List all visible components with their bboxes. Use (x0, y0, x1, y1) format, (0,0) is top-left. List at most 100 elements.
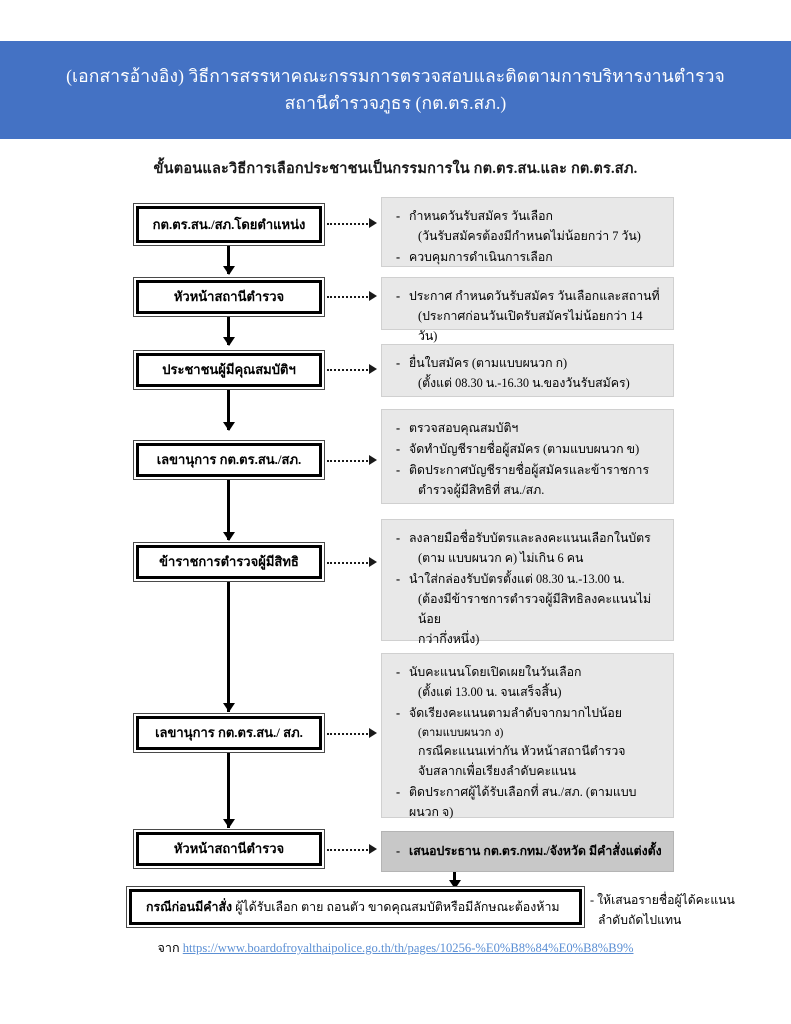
flow-node-1: กต.ตร.สน./สภ.โดยตำแหน่ง (133, 203, 325, 246)
note-item: - นำใส่กล่องรับบัตรตั้งแต่ 08.30 น.-13.0… (396, 570, 663, 650)
note-bullet: - (396, 289, 401, 303)
connector-1-2-arrow (223, 266, 235, 275)
document-header-banner: (เอกสารอ้างอิง) วิธีการสรรหาคณะกรรมการตร… (0, 41, 791, 139)
flow-node-2: หัวหน้าสถานีตำรวจ (133, 277, 325, 317)
note-line: ติดประกาศผู้ได้รับเลือกที่ สน./สภ. (ตามแ… (409, 784, 637, 819)
bottom-condition-text: กรณีก่อนมีคำสั่ง ผู้ได้รับเลือก ตาย ถอนต… (146, 899, 560, 915)
bottom-annotation: - ให้เสนอรายชื่อผู้ได้คะแนน ลำดับถัดไปแท… (590, 890, 785, 930)
note-panel-3: - ยื่นใบสมัคร (ตามแบบผนวก ก) (ตั้งแต่ 08… (381, 344, 674, 397)
flow-node-6-label: เลขานุการ กต.ตร.สน./ สภ. (155, 725, 303, 741)
note-line: (วันรับสมัครต้องมีกำหนดไม่น้อยกว่า 7 วัน… (418, 228, 641, 243)
note-item: - จัดเรียงคะแนนตามลำดับจากมากไปน้อย (ตาม… (396, 704, 663, 782)
dot-connector-note-1 (327, 223, 371, 225)
connector-6-7 (227, 753, 230, 828)
connector-2-3-arrow (223, 337, 235, 346)
note-line: ลงลายมือชื่อรับบัตรและลงคะแนนเลือกในบัตร (409, 531, 651, 545)
note-line: นำใส่กล่องรับบัตรตั้งแต่ 08.30 น.-13.00 … (409, 571, 625, 586)
note-bullet: - (396, 784, 401, 799)
note-bullet: - (396, 441, 401, 456)
note-line: ตำรวจผู้มีสิทธิที่ สน./สภ. (418, 482, 545, 497)
flow-node-3-label: ประชาชนผู้มีคุณสมบัติฯ (162, 362, 296, 378)
connector-4-5 (227, 480, 230, 540)
note-line: (ตั้งแต่ 13.00 น. จนเสร็จสิ้น) (418, 684, 562, 699)
connector-4-5-arrow (223, 532, 235, 541)
connector-1-2 (227, 246, 230, 274)
note-panel-4: - ตรวจสอบคุณสมบัติฯ - จัดทำบัญชีรายชื่อผ… (381, 409, 674, 504)
note-item: - ยื่นใบสมัคร (ตามแบบผนวก ก) (ตั้งแต่ 08… (396, 354, 663, 394)
note-item: - ลงลายมือชื่อรับบัตรและลงคะแนนเลือกในบั… (396, 529, 663, 569)
note-bullet: - (396, 665, 401, 679)
note-line: (ตามแบบผนวก ง) (418, 726, 504, 739)
note-bullet: - (396, 421, 401, 435)
note-panel-7: - เสนอประธาน กต.ตร.กทม./จังหวัด มีคำสั่ง… (381, 831, 674, 872)
dot-connector-note-7-arrow (369, 844, 377, 854)
note-bullet: - (396, 705, 401, 720)
note-bullet: - (396, 571, 401, 586)
note-line: จับสลากเพื่อเรียงลำดับคะแนน (418, 763, 576, 778)
note-panel-6: - นับคะแนนโดยเปิดเผยในวันเลือก (ตั้งแต่ … (381, 653, 674, 819)
connector-6-7-arrow (223, 819, 235, 828)
note-line: ควบคุมการดำเนินการเลือก (409, 249, 553, 264)
flow-node-7-label: หัวหน้าสถานีตำรวจ (173, 841, 285, 857)
bottom-condition-box: กรณีก่อนมีคำสั่ง ผู้ได้รับเลือก ตาย ถอนต… (126, 886, 585, 928)
dot-connector-note-5-arrow (369, 557, 377, 567)
note-line: (ตาม แบบผนวก ค) ไม่เกิน 6 คน (418, 550, 584, 565)
flow-node-5-label: ข้าราชการตำรวจผู้มีสิทธิ (159, 554, 299, 570)
note-line: กำหนดวันรับสมัคร วันเลือก (409, 209, 553, 223)
note-item: - ตรวจสอบคุณสมบัติฯ (396, 419, 663, 439)
note-line: (ประกาศก่อนวันเปิดรับสมัครไม่น้อยกว่า 14… (418, 308, 643, 343)
header-title-line-1: (เอกสารอ้างอิง) วิธีการสรรหาคณะกรรมการตร… (66, 65, 725, 86)
flow-node-4: เลขานุการ กต.ตร.สน./สภ. (133, 440, 325, 480)
note-bullet: - (396, 843, 401, 858)
note-body: กำหนดวันรับสมัคร วันเลือก (วันรับสมัครต้… (409, 207, 663, 247)
source-citation: จาก https://www.boardofroyalthaipolice.g… (0, 938, 791, 958)
note-line: ติดประกาศบัญชีรายชื่อผู้สมัครและข้าราชกา… (409, 462, 650, 477)
flow-node-2-label: หัวหน้าสถานีตำรวจ (173, 289, 285, 305)
note-item: - ควบคุมการดำเนินการเลือก (396, 248, 663, 268)
note-line: (ต้องมีข้าราชการตำรวจผู้มีสิทธิลงคะแนนไม… (418, 591, 652, 626)
dot-connector-note-6 (327, 733, 371, 735)
connector-3-4-arrow (223, 422, 235, 431)
flow-node-1-label: กต.ตร.สน./สภ.โดยตำแหน่ง (152, 216, 306, 232)
note-body: เสนอประธาน กต.ตร.กทม./จังหวัด มีคำสั่งแต… (409, 842, 662, 862)
note-body: ยื่นใบสมัคร (ตามแบบผนวก ก) (ตั้งแต่ 08.3… (409, 354, 663, 394)
note-body: นับคะแนนโดยเปิดเผยในวันเลือก (ตั้งแต่ 13… (409, 663, 663, 703)
note-item: - นับคะแนนโดยเปิดเผยในวันเลือก (ตั้งแต่ … (396, 663, 663, 703)
connector-note7-bottom-arrow (449, 880, 461, 889)
note-bullet: - (396, 356, 401, 370)
note-underlined-phrase: กรณีคะแนนเท่ากัน (418, 743, 519, 758)
connector-3-4 (227, 390, 230, 430)
dot-connector-note-1-arrow (369, 218, 377, 228)
bottom-condition-rest: ผู้ได้รับเลือก ตาย ถอนตัว ขาดคุณสมบัติหร… (232, 899, 560, 914)
note-item: - เสนอประธาน กต.ตร.กทม./จังหวัด มีคำสั่ง… (396, 842, 662, 862)
bottom-annotation-line-2: ลำดับถัดไปแทน (598, 913, 682, 928)
dot-connector-note-6-arrow (369, 728, 377, 738)
note-item: - กำหนดวันรับสมัคร วันเลือก (วันรับสมัคร… (396, 207, 663, 247)
flow-node-4-label: เลขานุการ กต.ตร.สน./สภ. (156, 452, 302, 468)
flow-node-5: ข้าราชการตำรวจผู้มีสิทธิ (133, 542, 325, 582)
dot-connector-note-4 (327, 460, 371, 462)
note-body: ควบคุมการดำเนินการเลือก (409, 248, 663, 268)
header-title-line-2: สถานีตำรวจภูธร (กต.ตร.สภ.) (284, 93, 507, 113)
note-bullet: - (396, 209, 401, 223)
source-url-link[interactable]: https://www.boardofroyalthaipolice.go.th… (182, 941, 634, 955)
note-body: จัดเรียงคะแนนตามลำดับจากมากไปน้อย (ตามแบ… (409, 704, 663, 782)
note-line: (ตั้งแต่ 08.30 น.-16.30 น.ของวันรับสมัคร… (418, 375, 630, 390)
flow-node-6: เลขานุการ กต.ตร.สน./ สภ. (133, 713, 325, 753)
dot-connector-note-2 (327, 296, 371, 298)
note-bullet: - (396, 462, 401, 477)
note-item: - ประกาศ กำหนดวันรับสมัคร วันเลือกและสถา… (396, 287, 663, 347)
note-panel-1: - กำหนดวันรับสมัคร วันเลือก (วันรับสมัคร… (381, 197, 674, 267)
note-line: กว่ากึ่งหนึ่ง) (418, 631, 480, 646)
note-body: ติดประกาศผู้ได้รับเลือกที่ สน./สภ. (ตามแ… (409, 783, 663, 823)
note-body: ตรวจสอบคุณสมบัติฯ (409, 419, 663, 439)
bottom-condition-lead: กรณีก่อนมีคำสั่ง (146, 899, 233, 914)
dot-connector-note-5 (327, 562, 371, 564)
flow-node-7: หัวหน้าสถานีตำรวจ (133, 829, 325, 869)
note-item: - ติดประกาศผู้ได้รับเลือกที่ สน./สภ. (ตา… (396, 783, 663, 823)
note-item: - ติดประกาศบัญชีรายชื่อผู้สมัครและข้าราช… (396, 461, 663, 501)
connector-2-3 (227, 317, 230, 345)
note-item: - จัดทำบัญชีรายชื่อผู้สมัคร (ตามแบบผนวก … (396, 440, 663, 460)
